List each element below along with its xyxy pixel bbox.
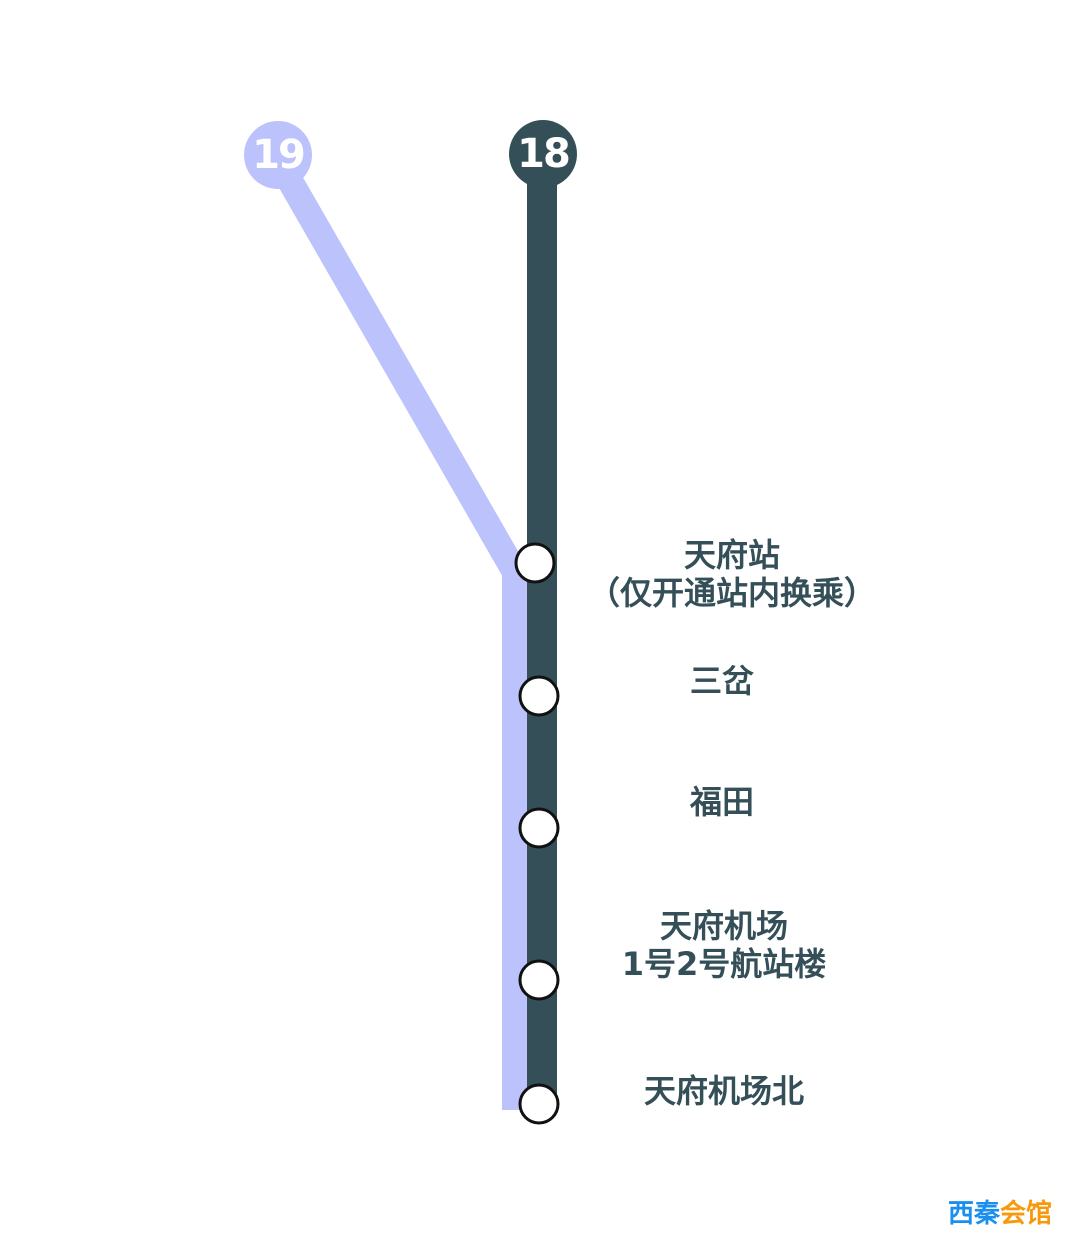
watermark-part2: 会馆 xyxy=(1000,1199,1053,1229)
station-label-airport-t1t2: 天府机场 1号2号航站楼 xyxy=(622,907,827,983)
station-marker-airport-t1t2[interactable] xyxy=(518,959,560,1001)
station-label-airport-north: 天府机场北 xyxy=(644,1072,804,1110)
station-marker-airport-north[interactable] xyxy=(518,1083,560,1125)
station-label-futian: 福田 xyxy=(690,783,754,821)
line-19-track xyxy=(266,153,528,1110)
station-note: 1号2号航站楼 xyxy=(621,945,827,983)
line-18-badge[interactable]: 18 xyxy=(509,120,577,188)
station-name: 福田 xyxy=(689,783,755,821)
station-name: 三岔 xyxy=(689,662,755,700)
line-19-badge[interactable]: 19 xyxy=(244,121,312,189)
station-name: 天府站 xyxy=(683,536,781,574)
station-markers xyxy=(514,542,560,1125)
station-name: 天府机场 xyxy=(659,907,789,945)
station-marker-futian[interactable] xyxy=(518,807,560,849)
watermark-part1: 西秦 xyxy=(948,1199,1001,1229)
station-label-tianfu: 天府站 （仅开通站内换乘） xyxy=(588,536,876,612)
station-marker-sancha[interactable] xyxy=(518,675,560,717)
station-name: 天府机场北 xyxy=(643,1072,805,1110)
station-label-sancha: 三岔 xyxy=(690,662,754,700)
station-note: （仅开通站内换乘） xyxy=(587,574,877,612)
watermark-logo: 西秦会馆 xyxy=(948,1199,1052,1229)
station-marker-tianfu[interactable] xyxy=(514,542,556,584)
